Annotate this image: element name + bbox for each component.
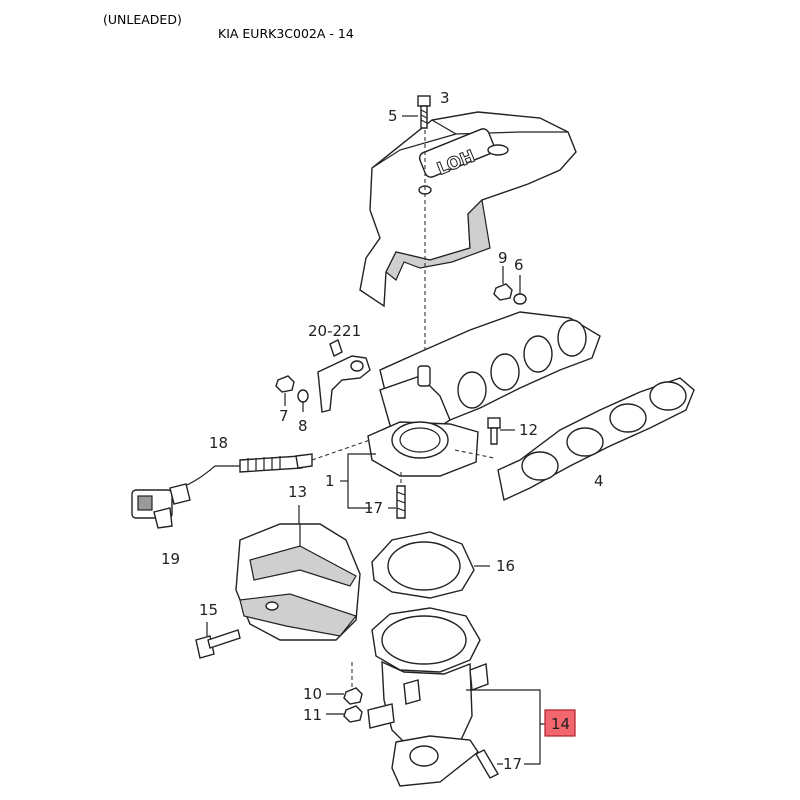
heat-protector-part-3[interactable]: LOH (359, 111, 577, 308)
callout-4: 4 (594, 472, 604, 490)
highlighted-callout-14[interactable]: 14 (544, 709, 576, 737)
callout-13: 13 (288, 483, 307, 501)
callout-8: 8 (298, 417, 308, 435)
callout-16: 16 (496, 557, 515, 575)
nut-part-11[interactable] (343, 705, 363, 723)
callout-14: 14 (551, 715, 570, 733)
callout-1: 1 (325, 472, 335, 490)
callout-5: 5 (388, 107, 398, 125)
nut-part-10[interactable] (343, 687, 363, 705)
callout-17-upper: 17 (364, 499, 383, 517)
callout-6: 6 (514, 256, 524, 274)
bracket-part-20-221[interactable] (317, 339, 371, 413)
callout-3: 3 (440, 89, 450, 107)
bolt-part-15[interactable] (195, 629, 241, 659)
washer-part-6[interactable] (513, 293, 527, 305)
stud-part-17-upper[interactable] (396, 485, 406, 519)
catalytic-converter-part-14[interactable] (367, 607, 489, 787)
sensor-clip-part-19[interactable] (153, 507, 173, 529)
lower-heat-protector-part-13[interactable] (235, 523, 361, 641)
bolt-part-5[interactable] (417, 95, 431, 129)
callout-9: 9 (498, 249, 508, 267)
callout-11: 11 (303, 706, 322, 724)
nut-part-7[interactable] (275, 375, 295, 393)
callout-10: 10 (303, 685, 322, 703)
stud-part-17-lower[interactable] (475, 749, 499, 779)
callout-12: 12 (519, 421, 538, 439)
callout-17-lower: 17 (503, 755, 522, 773)
nut-part-9[interactable] (493, 283, 513, 301)
callout-7: 7 (279, 407, 289, 425)
header-diagram-reference: KIA EURK3C002A - 14 (218, 26, 354, 41)
manifold-gasket-part-4[interactable] (497, 377, 695, 502)
header-variant: (UNLEADED) (103, 12, 182, 27)
callout-20-221: 20-221 (308, 322, 361, 340)
converter-gasket-part-16[interactable] (371, 531, 475, 599)
washer-part-8[interactable] (297, 389, 309, 403)
exhaust-manifold-part-1[interactable] (367, 311, 601, 477)
callout-15: 15 (199, 601, 218, 619)
callout-18: 18 (209, 434, 228, 452)
bolt-part-12[interactable] (487, 417, 501, 445)
callout-19: 19 (161, 550, 180, 568)
